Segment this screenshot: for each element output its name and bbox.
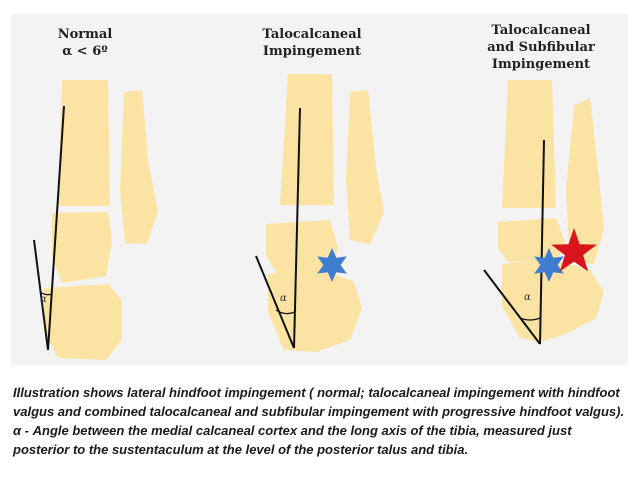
tibia-bone	[58, 80, 110, 206]
impingement-star-red	[551, 228, 597, 272]
talus-bone	[266, 220, 338, 278]
figure-caption: Illustration shows lateral hindfoot impi…	[13, 385, 625, 457]
panel-title-talocalcaneal: Talocalcaneal Impingement	[262, 27, 362, 59]
calcaneal-cortex-line	[483, 269, 541, 345]
tibia-bone	[502, 80, 556, 208]
tibial-axis-line	[293, 107, 301, 349]
tibial-axis-line	[539, 139, 545, 345]
calcaneus-bone	[268, 268, 362, 352]
panel-title-normal: Normal α < 6º	[57, 27, 113, 59]
alpha-arc	[519, 317, 541, 321]
talus-bone	[52, 212, 112, 283]
calcaneal-cortex-line	[255, 255, 295, 349]
talus-bone	[498, 218, 566, 262]
panel-title-subfibular: Talocalcaneal and Subfibular Impingement	[487, 23, 595, 72]
calcaneus-bone	[44, 284, 122, 360]
fibula-bone	[346, 90, 384, 244]
alpha-label: α	[40, 294, 47, 305]
fibula-bone	[566, 98, 604, 264]
panel-talocalcaneal: α	[255, 74, 384, 352]
alpha-label: α	[524, 292, 531, 303]
tibial-axis-line	[47, 105, 65, 351]
alpha-arc	[275, 309, 296, 315]
fibula-bone	[120, 90, 158, 244]
tibia-bone	[280, 74, 334, 205]
calcaneal-cortex-line	[33, 239, 49, 351]
alpha-label: α	[280, 293, 287, 304]
impingement-star-blue	[317, 248, 347, 282]
alpha-arc	[39, 291, 53, 296]
panel-subfibular: α	[483, 80, 604, 345]
calcaneus-bone	[502, 258, 604, 342]
panel-normal: α	[33, 80, 158, 360]
impingement-star-blue	[534, 248, 564, 282]
